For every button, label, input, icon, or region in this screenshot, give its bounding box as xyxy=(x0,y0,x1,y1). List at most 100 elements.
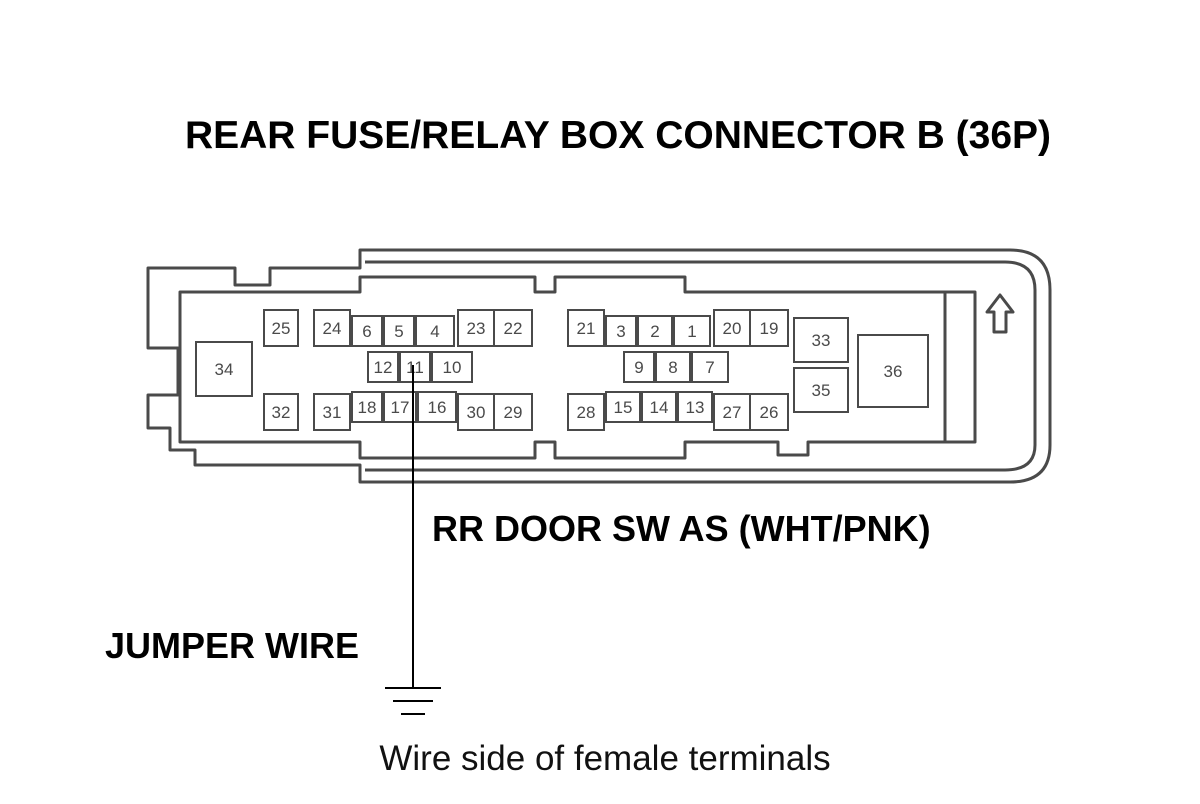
terminal-number: 10 xyxy=(443,358,462,377)
terminal-28: 28 xyxy=(567,393,605,431)
terminal-box xyxy=(383,391,417,423)
terminal-number: 5 xyxy=(394,322,403,341)
terminal-number: 24 xyxy=(323,319,342,338)
terminal-32: 32 xyxy=(263,393,299,431)
terminal-number: 32 xyxy=(272,403,291,422)
terminal-2: 2 xyxy=(637,315,673,347)
terminal-box xyxy=(793,317,849,363)
terminal-1: 1 xyxy=(673,315,711,347)
terminal-box xyxy=(457,393,495,431)
terminal-15: 15 xyxy=(605,391,641,423)
terminal-11: 11 xyxy=(399,351,431,383)
terminal-14: 14 xyxy=(641,391,677,423)
terminal-number: 11 xyxy=(406,358,424,377)
view-caption: Wire side of female terminals xyxy=(379,739,830,778)
terminal-box xyxy=(749,393,789,431)
terminal-number: 18 xyxy=(358,398,377,417)
terminal-number: 21 xyxy=(577,319,596,338)
terminal-box xyxy=(367,351,399,383)
terminal-35: 35 xyxy=(793,367,849,413)
terminal-number: 1 xyxy=(687,322,696,341)
terminal-33: 33 xyxy=(793,317,849,363)
terminal-number: 33 xyxy=(812,331,831,350)
terminal-box xyxy=(263,393,299,431)
terminal-19: 19 xyxy=(749,309,789,347)
terminal-number: 20 xyxy=(723,319,742,338)
terminal-21: 21 xyxy=(567,309,605,347)
terminal-number: 22 xyxy=(504,319,523,338)
up-arrow-icon xyxy=(985,293,1015,334)
terminal-box xyxy=(399,351,431,383)
terminal-34: 34 xyxy=(195,341,253,397)
terminal-6: 6 xyxy=(351,315,383,347)
terminal-number: 7 xyxy=(705,358,714,377)
terminal-31: 31 xyxy=(313,393,351,431)
terminal-box xyxy=(263,309,299,347)
terminal-number: 25 xyxy=(272,319,291,338)
terminal-24: 24 xyxy=(313,309,351,347)
terminal-number: 16 xyxy=(428,398,447,417)
terminal-29: 29 xyxy=(493,393,533,431)
terminal-box xyxy=(713,393,751,431)
terminal-number: 26 xyxy=(760,403,779,422)
terminal-box xyxy=(493,393,533,431)
terminal-number: 19 xyxy=(760,319,779,338)
terminal-box xyxy=(857,334,929,408)
terminal-27: 27 xyxy=(713,393,751,431)
terminal-box xyxy=(713,309,751,347)
terminal-number: 3 xyxy=(616,322,625,341)
terminal-number: 9 xyxy=(634,358,643,377)
terminal-7: 7 xyxy=(691,351,729,383)
wire-label: RR DOOR SW AS (WHT/PNK) xyxy=(432,508,931,549)
terminal-22: 22 xyxy=(493,309,533,347)
terminal-box xyxy=(457,309,495,347)
terminal-number: 8 xyxy=(668,358,677,377)
terminal-26: 26 xyxy=(749,393,789,431)
terminal-number: 12 xyxy=(374,358,393,377)
terminal-number: 34 xyxy=(215,360,234,379)
lock-tab xyxy=(985,293,1015,334)
terminal-5: 5 xyxy=(383,315,415,347)
terminal-10: 10 xyxy=(431,351,473,383)
terminal-box xyxy=(493,309,533,347)
terminal-box xyxy=(605,315,637,347)
terminal-box xyxy=(195,341,253,397)
terminal-8: 8 xyxy=(655,351,691,383)
terminal-box xyxy=(313,309,351,347)
terminal-box xyxy=(567,309,605,347)
terminal-number: 14 xyxy=(650,398,669,417)
terminal-box xyxy=(749,309,789,347)
terminal-box xyxy=(415,315,455,347)
terminal-number: 27 xyxy=(723,403,742,422)
diagram-title: REAR FUSE/RELAY BOX CONNECTOR B (36P) xyxy=(185,114,1051,157)
terminal-number: 29 xyxy=(504,403,523,422)
terminal-number: 23 xyxy=(467,319,486,338)
terminal-box xyxy=(691,351,729,383)
terminal-number: 36 xyxy=(884,362,903,381)
terminal-18: 18 xyxy=(351,391,383,423)
terminal-30: 30 xyxy=(457,393,495,431)
terminal-20: 20 xyxy=(713,309,751,347)
terminal-16: 16 xyxy=(417,391,457,423)
terminal-box xyxy=(605,391,641,423)
terminal-3: 3 xyxy=(605,315,637,347)
terminal-box xyxy=(567,393,605,431)
terminal-box xyxy=(351,391,383,423)
terminal-17: 17 xyxy=(383,391,417,423)
terminal-25: 25 xyxy=(263,309,299,347)
terminal-box xyxy=(677,391,713,423)
terminal-box xyxy=(793,367,849,413)
terminal-36: 36 xyxy=(857,334,929,408)
terminal-box xyxy=(641,391,677,423)
terminal-13: 13 xyxy=(677,391,713,423)
terminal-number: 13 xyxy=(686,398,705,417)
jumper-label: JUMPER WIRE xyxy=(105,625,359,666)
terminal-box xyxy=(383,315,415,347)
terminal-box xyxy=(351,315,383,347)
terminal-number: 17 xyxy=(391,398,410,417)
terminal-box xyxy=(313,393,351,431)
terminal-number: 35 xyxy=(812,381,831,400)
terminal-box xyxy=(637,315,673,347)
